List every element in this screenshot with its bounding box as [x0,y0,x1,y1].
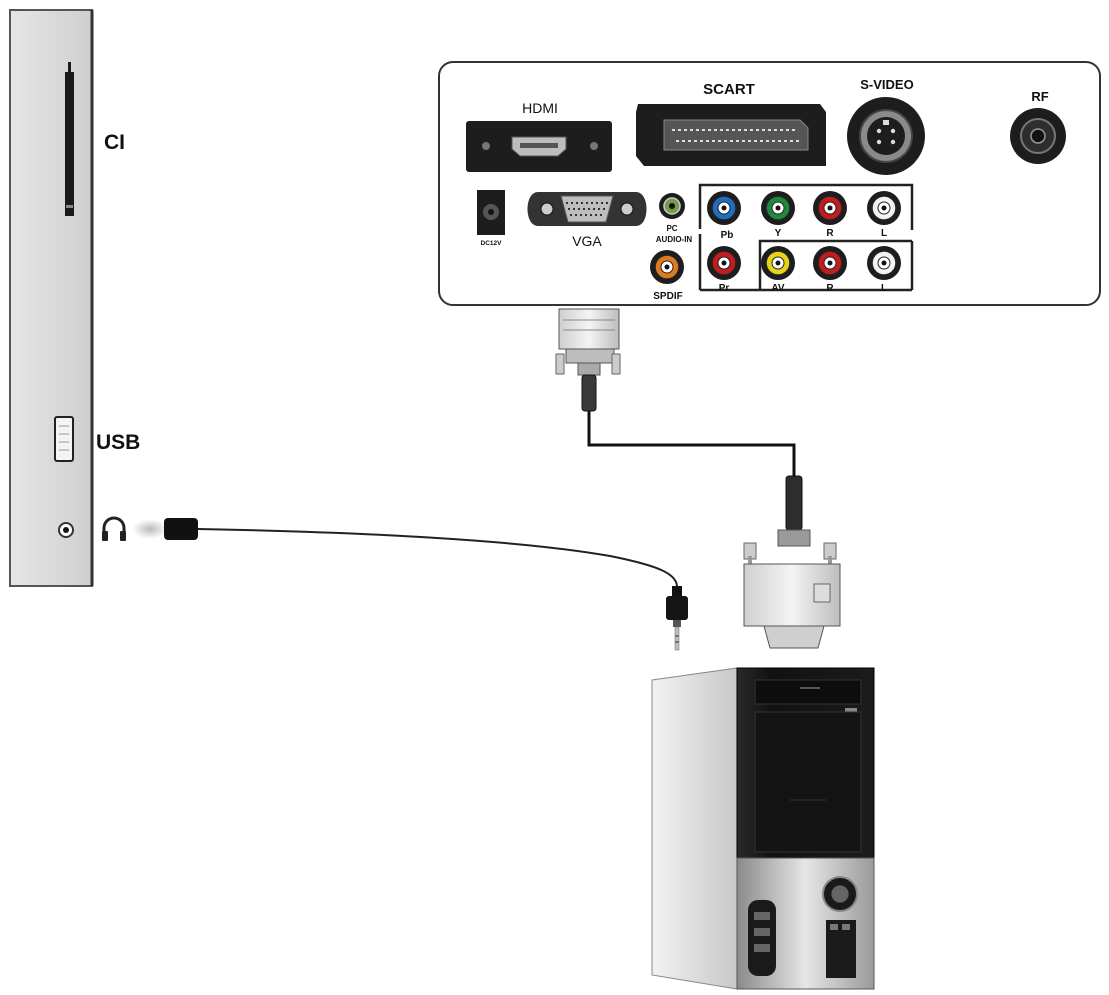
ci-label: CI [104,131,125,154]
label-component-l: L [881,228,887,239]
rca-jack-av[interactable] [761,246,795,280]
rca-jack-pr[interactable] [707,246,741,280]
tv-back-panel: HDMI SCART S-VIDEO RF [438,61,1101,306]
label-pr: Pr [719,283,730,294]
pc-audio-label-line1: PC [666,224,677,233]
vga-cable [555,308,841,649]
rf-label: RF [1031,89,1048,104]
tv-side-panel: CI USB [9,9,140,587]
rca-jack-component-r[interactable] [813,191,847,225]
pc-audio-in-jack[interactable] [659,193,685,219]
rca-bracket-frames [698,183,914,292]
label-pb: Pb [721,230,734,241]
usb-label: USB [96,431,140,454]
pc-audio-label-line2: AUDIO-IN [656,235,693,244]
pc-tower [651,667,875,990]
rca-jack-component-l[interactable] [867,191,901,225]
rca-jack-av-r[interactable] [813,246,847,280]
svideo-port[interactable] [847,97,925,175]
label-av-r: R [826,283,834,294]
headphone-icon [102,516,126,541]
spdif-jack[interactable] [650,250,684,284]
dc-power-port[interactable] [477,190,505,235]
svideo-label: S-VIDEO [860,77,913,92]
label-av-l: L [881,283,887,294]
label-component-r: R [826,228,834,239]
dc-label: DC12V [481,240,503,247]
ci-slot[interactable] [65,62,74,216]
hdmi-label: HDMI [522,100,558,116]
hdmi-port[interactable] [466,121,612,172]
rca-jack-y[interactable] [761,191,795,225]
scart-port[interactable] [636,104,826,166]
headphone-jack[interactable] [58,522,74,538]
vga-port[interactable] [527,192,647,226]
usb-port[interactable] [54,416,74,462]
rca-jack-av-l[interactable] [867,246,901,280]
rca-jack-pb[interactable] [707,191,741,225]
label-av: AV [771,283,784,294]
label-y: Y [775,228,782,239]
audio-cable [132,518,688,651]
power-button[interactable] [822,876,858,912]
scart-label: SCART [703,81,755,98]
rf-port[interactable] [1010,108,1066,164]
vga-label: VGA [572,233,602,249]
spdif-label: SPDIF [653,291,682,302]
